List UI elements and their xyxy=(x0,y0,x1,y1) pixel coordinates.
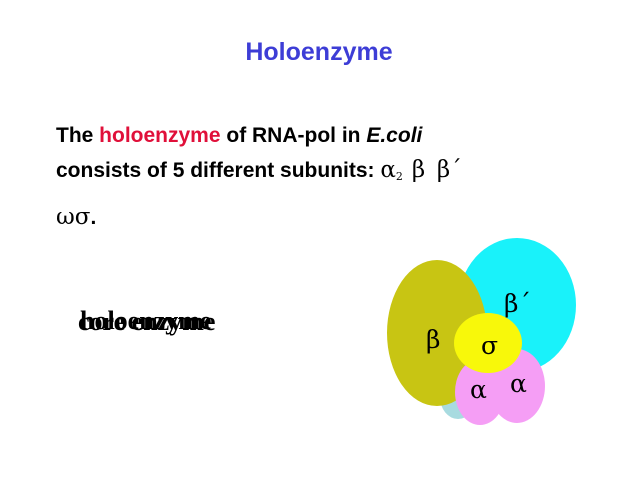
text-part1: The xyxy=(56,124,100,147)
sigma-subunit xyxy=(454,313,522,373)
beta-prime-label: β´ xyxy=(504,289,531,318)
alpha-symbol: α xyxy=(380,157,396,183)
alpha-label-1: α xyxy=(470,375,487,404)
alpha-label-2: α xyxy=(510,369,527,398)
holoenzyme-label: holoenzyme xyxy=(80,306,212,335)
sigma-label: σ xyxy=(481,331,498,360)
text-part2: of RNA-pol in xyxy=(220,124,367,147)
text-part3: consists of 5 different subunits: xyxy=(56,159,381,182)
holoenzyme-highlight: holoenzyme xyxy=(99,124,221,147)
beta-symbol: β xyxy=(411,157,426,183)
organism-name: E.coli xyxy=(366,124,423,147)
alpha-subunit-1 xyxy=(455,359,505,425)
period: . xyxy=(90,206,97,229)
description-paragraph: The holoenzyme of RNA-pol in E.coli cons… xyxy=(56,118,616,235)
beta-label: β xyxy=(426,325,440,354)
slide-title: Holoenzyme xyxy=(245,38,393,66)
omega-sigma-symbols: ωσ xyxy=(56,204,91,230)
alpha-subscript: 2 xyxy=(395,170,403,183)
beta-prime-symbol: β´ xyxy=(436,157,462,183)
core-enzyme-label: core enzyme xyxy=(78,307,216,336)
